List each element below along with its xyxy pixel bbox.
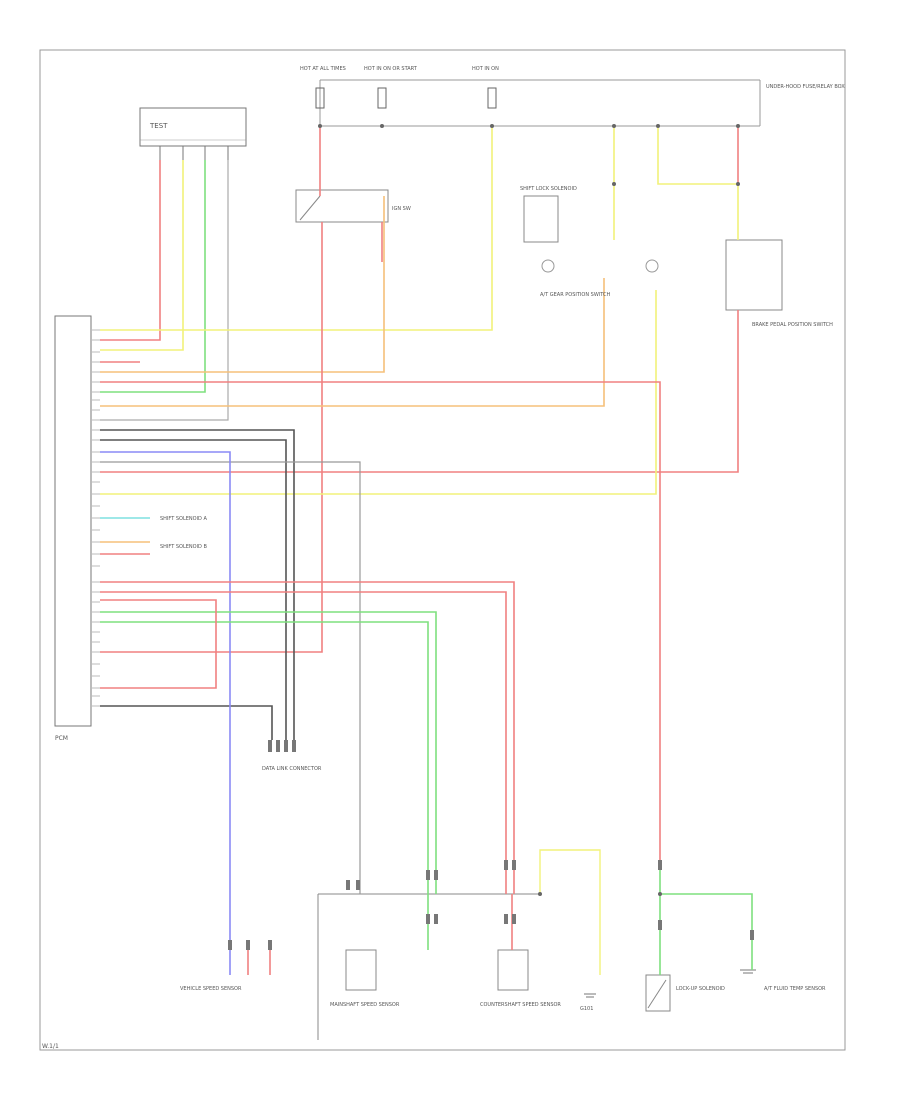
- fuse-label-mid: HOT IN ON OR START: [364, 66, 418, 72]
- shift-solenoid-b-label: SHIFT SOLENOID B: [160, 544, 207, 550]
- ignition-switch-diag: [299, 195, 321, 221]
- gear-position-indicator-2: [645, 259, 659, 273]
- wire-orange-ign: [100, 196, 385, 373]
- wire-orange-gear: [100, 278, 605, 407]
- test-connector-label: TEST: [149, 122, 168, 130]
- brake-switch-box: [725, 239, 783, 311]
- pcm-label: PCM: [55, 735, 68, 742]
- wire-yellow-top-right: [539, 849, 601, 975]
- vss-label: VEHICLE SPEED SENSOR: [180, 986, 242, 992]
- ground-symbols: [584, 969, 756, 998]
- wire-green-right-branch: [660, 893, 753, 970]
- countershaft-label: COUNTERSHAFT SPEED SENSOR: [480, 1002, 561, 1008]
- fuse-label-right: HOT IN ON: [472, 66, 499, 72]
- dlc-label: DATA LINK CONNECTOR: [262, 766, 322, 772]
- lockup-solenoid-diag: [647, 979, 667, 1009]
- wire-black-2: [100, 439, 287, 740]
- wire-black-1: [100, 429, 295, 740]
- gear-position-label: A/T GEAR POSITION SWITCH: [540, 292, 611, 298]
- wire-yellow-fuse: [100, 126, 493, 331]
- pcm-pin-ticks: [91, 329, 100, 707]
- lockup-label: LOCK-UP SOLENOID: [676, 986, 725, 992]
- ignition-switch-label: IGN SW: [392, 206, 411, 212]
- wire-red-brake: [100, 310, 739, 473]
- shift-solenoid-a-label: SHIFT SOLENOID A: [160, 516, 207, 522]
- wire-red-pcm-low: [100, 599, 217, 689]
- underhood-fuse-label: UNDER-HOOD FUSE/RELAY BOX: [766, 84, 845, 90]
- connector-pins: [228, 740, 754, 950]
- figure-id: W.1/1: [42, 1043, 59, 1050]
- wire-green-ms-2: [100, 621, 429, 894]
- pcm-connector-block: [54, 315, 92, 727]
- mainshaft-sensor-box: [497, 949, 529, 991]
- wire-black-3: [100, 705, 273, 740]
- mainshaft-label: MAINSHAFT SPEED SENSOR: [330, 1002, 400, 1008]
- ground-label: G101: [580, 1006, 593, 1012]
- wire-red-1: [100, 160, 161, 341]
- wire-red-right: [100, 381, 661, 860]
- diagram-frame: [39, 49, 846, 1051]
- wire-red-cs-2: [100, 591, 507, 894]
- shift-lock-label: SHIFT LOCK SOLENOID: [520, 186, 577, 192]
- lockup-solenoid-box: [645, 974, 671, 1012]
- wire-green-1: [100, 160, 206, 393]
- fuse-label-left: HOT AT ALL TIMES: [300, 66, 346, 72]
- wire-red-ign-down: [100, 222, 323, 653]
- fluid-temp-label: A/T FLUID TEMP SENSOR: [764, 986, 826, 992]
- gear-position-indicator: [541, 259, 555, 273]
- wire-yellow-1: [100, 160, 184, 351]
- wire-green-ms-1: [100, 611, 437, 894]
- wire-yellow-right-2: [657, 126, 739, 240]
- wire-gray-1: [100, 160, 229, 421]
- wire-gray-dlc: [100, 461, 361, 894]
- test-connector-box: [139, 107, 247, 147]
- shift-lock-solenoid-box: [523, 195, 559, 243]
- fuse-symbols: [315, 87, 497, 109]
- brake-switch-label: BRAKE PEDAL POSITION SWITCH: [752, 322, 833, 328]
- wire-blue: [100, 451, 231, 975]
- dlc-connector-box: [345, 949, 377, 991]
- test-connector-pins: [159, 146, 229, 160]
- ignition-switch-box: [295, 189, 389, 223]
- junction-dots: [318, 124, 740, 896]
- wire-red-cs-1: [100, 581, 515, 894]
